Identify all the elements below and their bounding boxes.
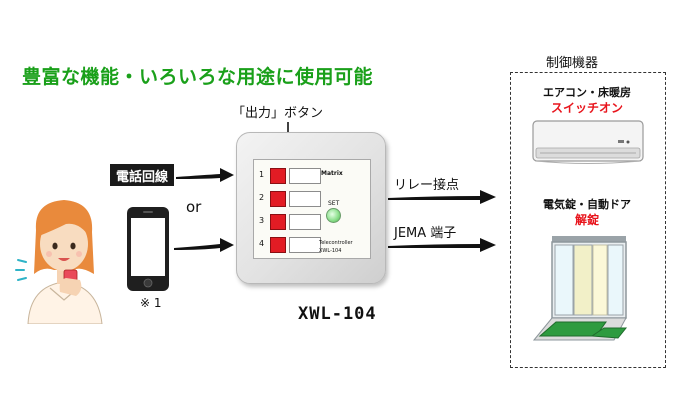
key-number: 2 — [259, 193, 265, 202]
telephone-line-label: 電話回線 — [110, 164, 174, 186]
or-text: or — [186, 198, 202, 216]
output-key-button[interactable] — [270, 214, 286, 230]
door-label: 電気錠・自動ドア — [543, 198, 631, 211]
panel-model-small: XWL-104 — [319, 248, 342, 254]
output-key-button[interactable] — [270, 168, 286, 184]
key-label-slot — [289, 214, 321, 230]
telephone-line-arrow — [176, 168, 234, 182]
key-label-slot — [289, 168, 321, 184]
aircon-action: スイッチオン — [550, 101, 623, 115]
key-number: 3 — [259, 216, 265, 225]
telecontroller-panel: 1 2 3 4 Matrix SET Telecontroller XWL-10… — [236, 132, 386, 284]
jema-output-arrow — [388, 238, 496, 252]
key-number: 1 — [259, 170, 265, 179]
jema-terminal-label: JEMA 端子 — [394, 226, 457, 241]
panel-brand: Matrix — [321, 170, 343, 177]
key-number: 4 — [259, 239, 265, 248]
controlled-devices-box — [510, 72, 666, 368]
key-label-slot — [289, 191, 321, 207]
door-action: 解錠 — [574, 213, 599, 227]
output-key-button[interactable] — [270, 237, 286, 253]
relay-output-arrow — [388, 190, 496, 204]
set-label: SET — [328, 200, 340, 207]
panel-face: 1 2 3 4 Matrix SET Telecontroller XWL-10… — [253, 159, 371, 259]
automatic-door-icon — [532, 236, 628, 341]
air-conditioner-icon — [532, 120, 644, 164]
key-label-slot — [289, 237, 321, 253]
smartphone-icon — [127, 207, 169, 291]
relay-contact-label: リレー接点 — [394, 178, 460, 193]
panel-subtitle: Telecontroller — [319, 240, 353, 246]
smartphone-arrow — [174, 238, 234, 252]
set-button[interactable] — [326, 208, 341, 223]
model-name: XWL-104 — [298, 304, 377, 324]
footnote-mark: ※ 1 — [140, 296, 162, 310]
controlled-devices-title: 制御機器 — [546, 56, 599, 71]
woman-with-phone-illustration — [15, 200, 103, 324]
output-key-button[interactable] — [270, 191, 286, 207]
headline: 豊富な機能・いろいろな用途に使用可能 — [22, 66, 374, 88]
aircon-label: エアコン・床暖房 — [543, 86, 631, 99]
output-button-caption: 「出力」ボタン — [232, 106, 324, 121]
